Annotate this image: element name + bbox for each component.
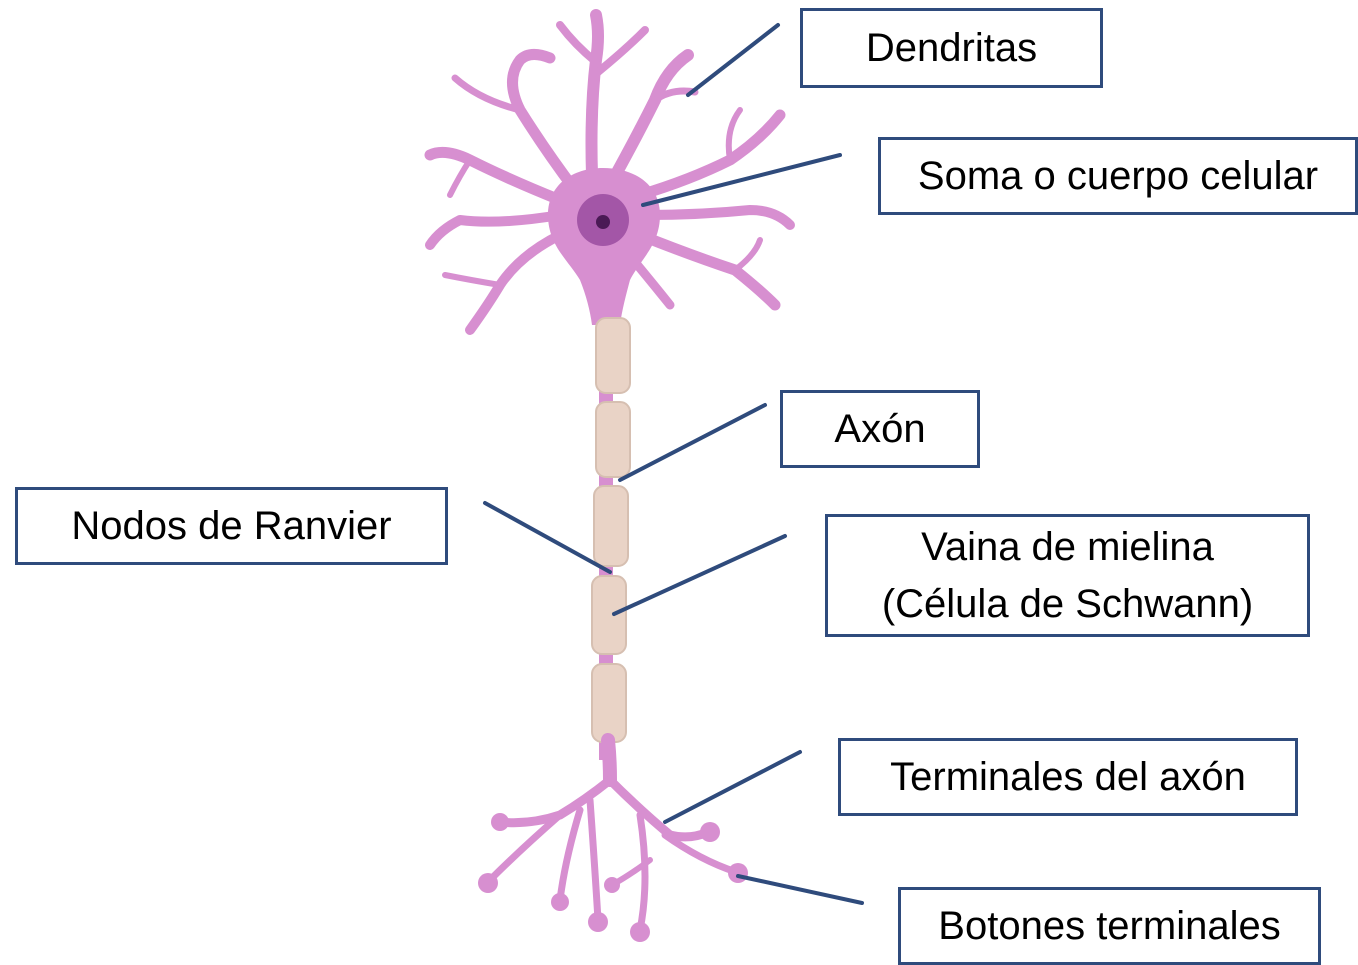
terminal-button — [491, 813, 509, 831]
myelin-segment — [596, 318, 630, 393]
terminal-button — [700, 822, 720, 842]
label-vaina-mielina: Vaina de mielina (Célula de Schwann) — [825, 514, 1310, 637]
pointer-axon — [620, 405, 765, 480]
nucleolus — [596, 215, 610, 229]
pointer-dendritas — [688, 25, 778, 95]
pointer-nodos — [485, 503, 610, 572]
axon-terminals — [490, 740, 736, 930]
label-botones-text: Botones terminales — [938, 898, 1280, 955]
pointer-botones — [738, 876, 862, 903]
myelin-segment — [592, 576, 626, 654]
label-botones-terminales: Botones terminales — [898, 887, 1321, 965]
neuron-illustration — [430, 15, 790, 942]
myelin-segment — [596, 402, 630, 477]
terminal-button — [604, 877, 620, 893]
soma-body — [548, 168, 660, 325]
terminal-button — [630, 922, 650, 942]
label-terminales-text: Terminales del axón — [890, 749, 1246, 806]
terminal-button — [478, 873, 498, 893]
terminal-buttons — [478, 813, 748, 942]
label-axon-text: Axón — [834, 401, 925, 458]
myelin-sheath — [592, 318, 630, 742]
pointer-vaina — [614, 536, 785, 614]
label-soma: Soma o cuerpo celular — [878, 137, 1358, 215]
label-dendritas: Dendritas — [800, 8, 1103, 88]
label-nodos-text: Nodos de Ranvier — [71, 498, 391, 555]
label-axon: Axón — [780, 390, 980, 468]
label-nodos-ranvier: Nodos de Ranvier — [15, 487, 448, 565]
myelin-segment — [592, 664, 626, 742]
terminal-button — [588, 912, 608, 932]
terminal-button — [551, 893, 569, 911]
label-dendritas-text: Dendritas — [866, 20, 1037, 77]
label-terminales-axon: Terminales del axón — [838, 738, 1298, 816]
terminal-button — [728, 863, 748, 883]
label-vaina-line1: Vaina de mielina — [882, 519, 1253, 576]
pointer-terminales — [665, 752, 800, 822]
myelin-segment — [594, 486, 628, 566]
label-vaina-line2: (Célula de Schwann) — [882, 576, 1253, 633]
label-soma-text: Soma o cuerpo celular — [918, 148, 1318, 205]
